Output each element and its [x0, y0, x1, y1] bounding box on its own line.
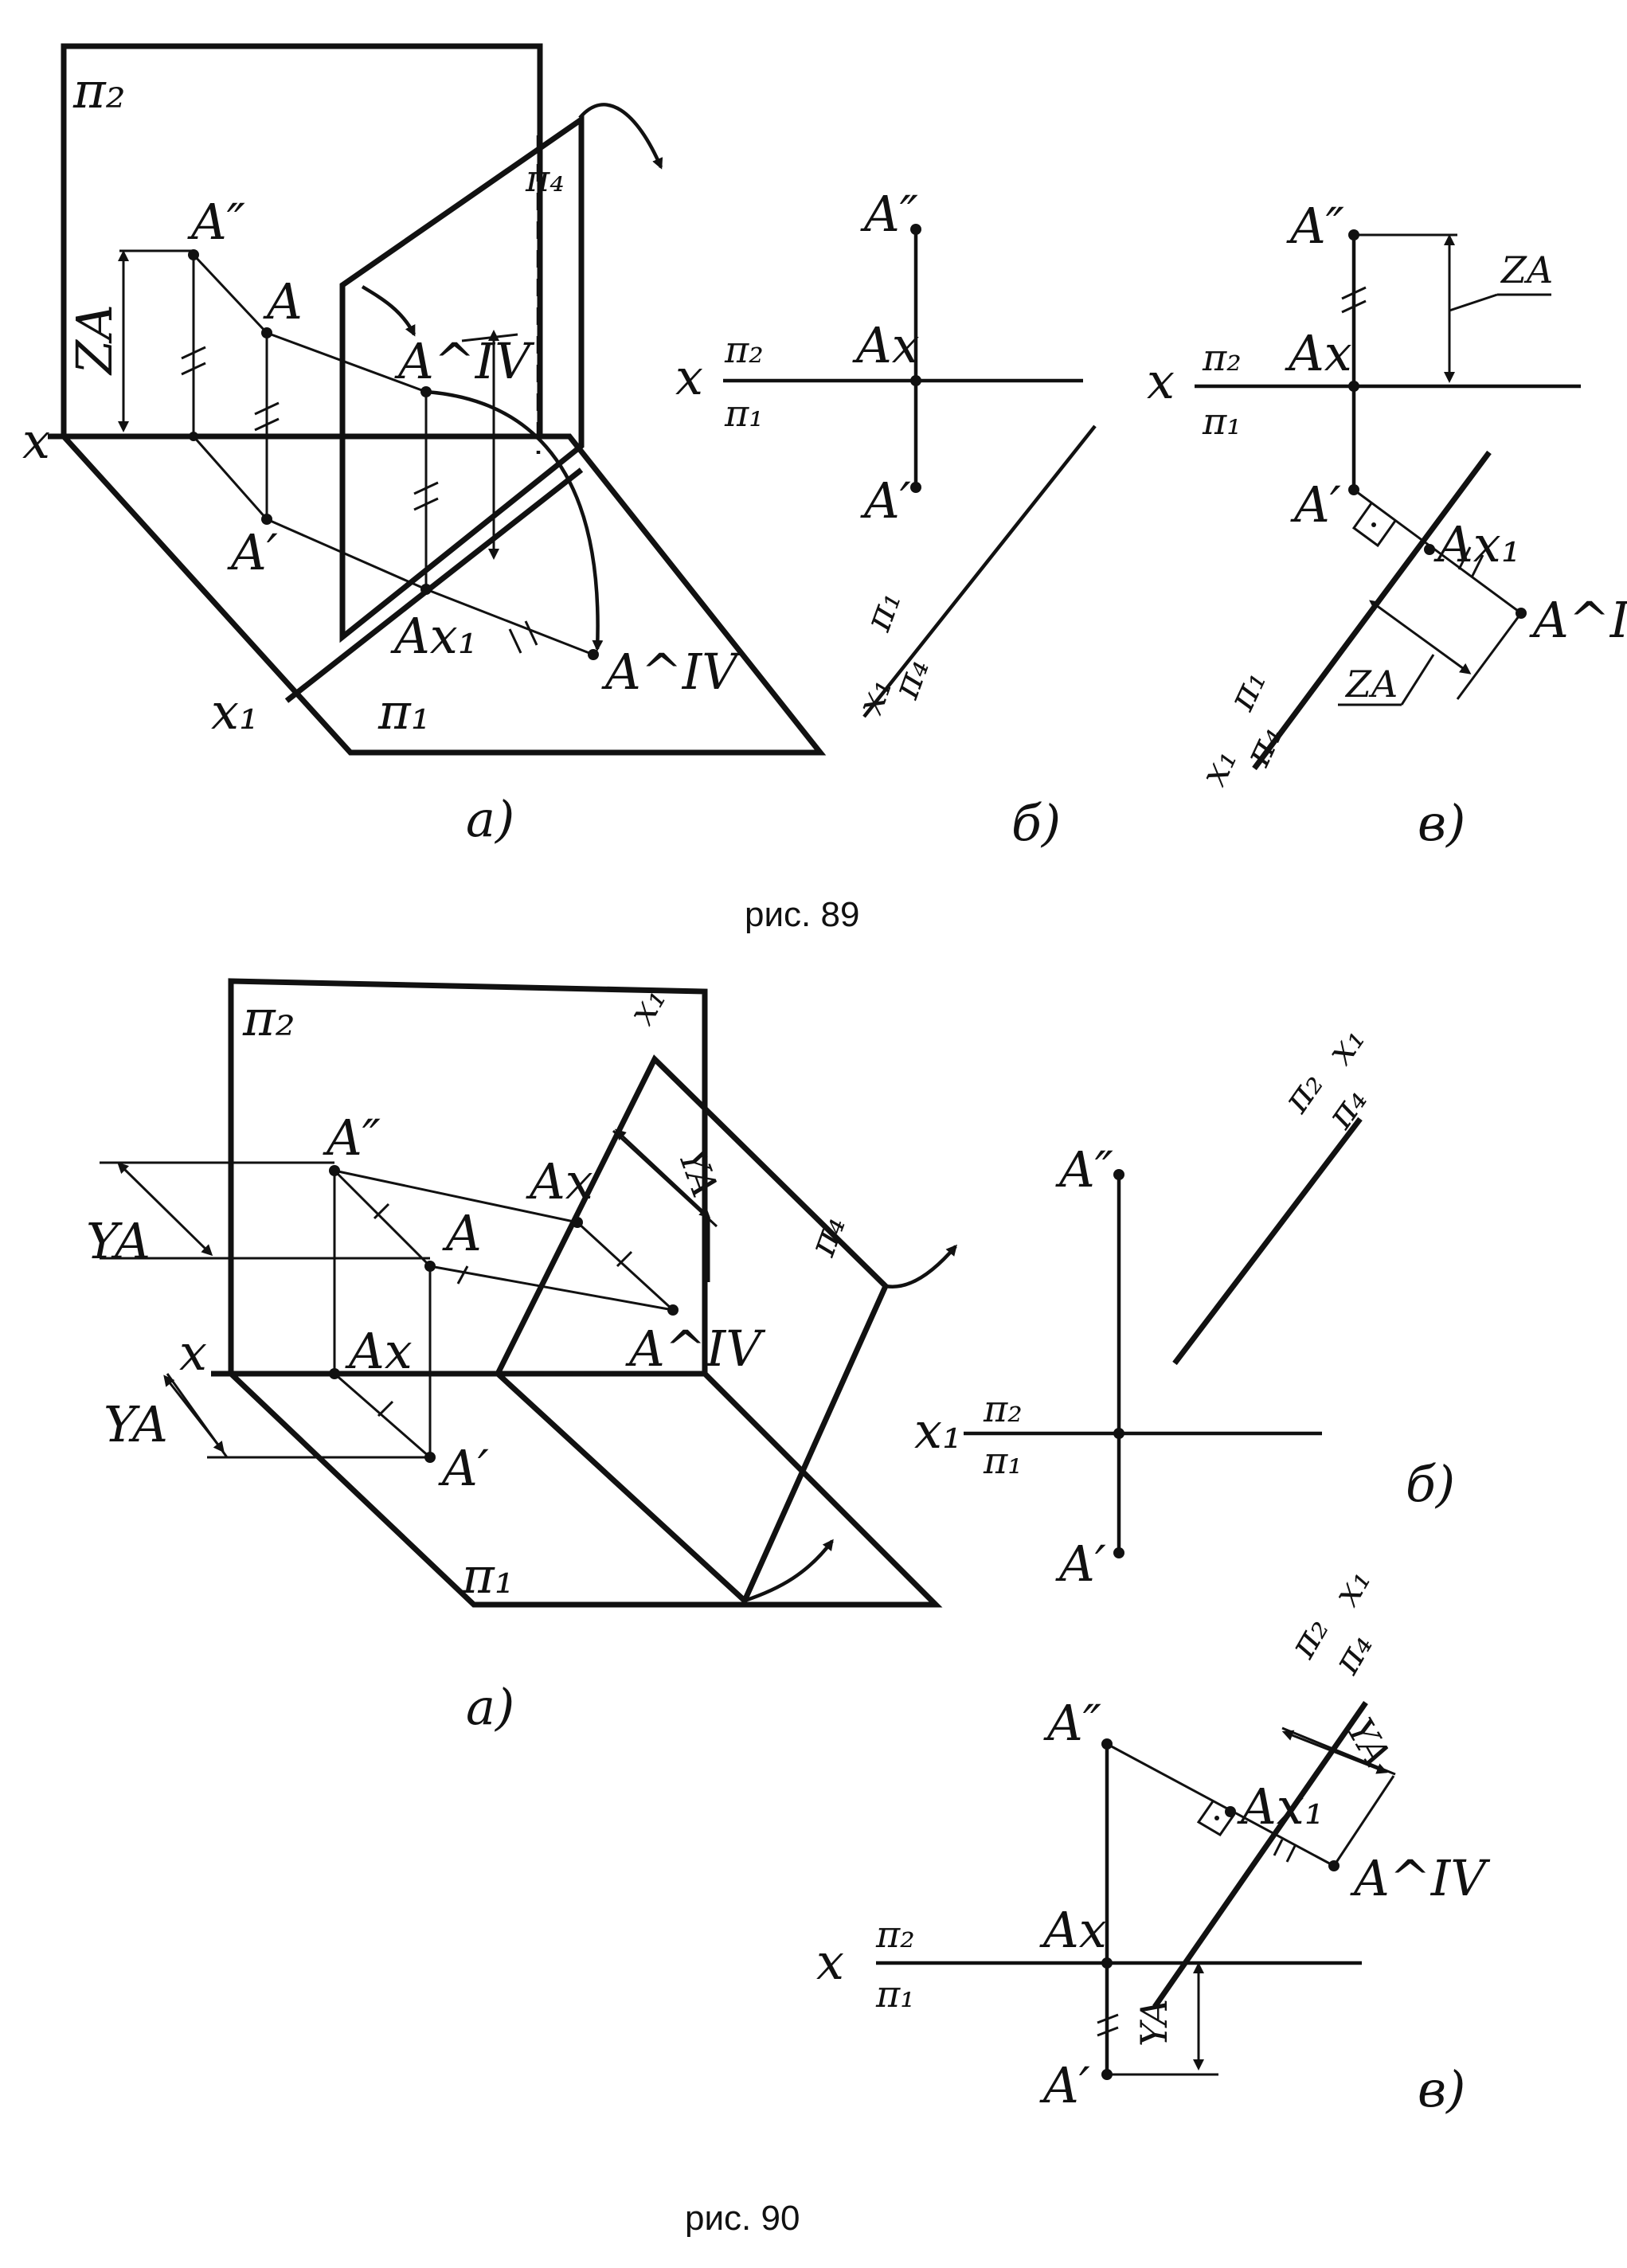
fig89c-pi2-label: π₂	[1202, 336, 1242, 379]
fig90b-pi2-label: π₂	[983, 1387, 1023, 1430]
fig89c-subcaption: в)	[1418, 794, 1465, 852]
fig89b-A1-label: A′	[860, 471, 911, 530]
fig90b-A2-label: A″	[1055, 1140, 1113, 1199]
fig90a-yA3-label: YA	[671, 1143, 727, 1202]
fig90a-pi1-label: π₁	[461, 1547, 514, 1605]
fig89c-zA1-label: ZA	[1500, 248, 1553, 291]
fig89a-x-label: x	[22, 412, 50, 470]
fig90-caption: рис. 90	[685, 2199, 800, 2238]
fig90a-A1-label: A′	[438, 1439, 489, 1497]
fig90-a-perspective: π₂ x₁ π₄ A″ A Ax A^IV Ax A′ x YA YA YA π…	[86, 978, 957, 1736]
fig89-caption: рис. 89	[745, 895, 859, 934]
fig90c-Ax1-label: Ax₁	[1237, 1777, 1324, 1836]
fig90c-yA2-label: YA	[1132, 1999, 1175, 2047]
fig89c-A4-label: A^IV	[1529, 591, 1627, 649]
fig89a-pi2-plane	[61, 43, 543, 436]
fig90a-pi2-plane	[228, 978, 708, 1377]
fig90a-pi2-label: π₂	[242, 989, 295, 1047]
fig90c-A4-label: A^IV	[1350, 1849, 1491, 1907]
fig90b-x1b-label: x₁	[1318, 1019, 1374, 1072]
fig89a-x1-label: x₁	[211, 682, 259, 741]
fig89a-x1-axis	[284, 467, 584, 703]
fig90b-subcaption: б)	[1406, 1455, 1455, 1513]
fig89b-Ax-label: Ax	[852, 316, 920, 374]
fig89b-subcaption: б)	[1011, 794, 1061, 852]
fig89a-A4-label: A^IV	[601, 643, 742, 701]
fig89-a-perspective: π₂ π₄ A″ A A′ A^IV Ax₁ A^IV x x₁ π₁ ZA а…	[22, 43, 827, 848]
fig89a-pi1-label: π₁	[377, 682, 431, 741]
fig89-c-epure: A″ Ax A′ x π₂ π₁ Ax₁ A^IV ZA ZA π₁ x₁ π₄…	[1147, 197, 1627, 852]
fig89a-pi4-label: π₄	[525, 157, 565, 200]
fig90c-Ax-label: Ax	[1039, 1901, 1107, 1959]
fig89a-A-label: A	[263, 272, 303, 330]
fig90a-x-label: x	[179, 1324, 207, 1382]
fig89a-Ax1-label: Ax₁	[390, 607, 478, 665]
fig89c-Ax-label: Ax	[1285, 324, 1352, 382]
fig89c-pi1b-label: π₁	[1219, 663, 1275, 718]
fig90a-pi4-label: π₄	[800, 1210, 854, 1262]
fig90a-subcaption: а)	[466, 1678, 514, 1736]
fig89-b-epure: A″ Ax A′ x π₂ π₁ π₁ x₁ π₄ б)	[675, 185, 1097, 852]
fig89c-pi1-label: π₁	[1202, 400, 1242, 443]
fig89a-pi2-label: π₂	[72, 61, 126, 119]
fig89c-zA2-label: ZA	[1344, 663, 1398, 706]
fig89b-pi1b-label: π₁	[855, 585, 909, 637]
fig90a-pi1-plane	[224, 1371, 943, 1608]
fig89a-pi4-plane	[339, 114, 585, 643]
fig90b-x1-label: x₁	[914, 1402, 962, 1460]
fig90-c-epure: A″ Ax A′ x π₂ π₁ π₂ x₁ π₄ Ax₁ A^IV YA YA…	[816, 1561, 1491, 2118]
fig90a-Ax-top-label: Ax	[526, 1152, 593, 1210]
fig90a-A4-label: A^IV	[625, 1320, 766, 1378]
fig90b-A1-label: A′	[1055, 1535, 1106, 1593]
fig89a-A2-label: A″	[187, 193, 245, 251]
fig90a-yA1-label: YA	[86, 1212, 151, 1270]
fig89b-pi1-label: π₁	[724, 392, 764, 435]
fig89b-A2-label: A″	[860, 185, 918, 243]
fig90b-pi1-label: π₁	[983, 1439, 1023, 1482]
fig89b-x-label: x	[675, 348, 703, 406]
fig89b-pi2-label: π₂	[724, 328, 764, 371]
fig90c-A1-label: A′	[1039, 2056, 1090, 2114]
fig90c-yA1-label: YA	[1338, 1711, 1399, 1774]
fig90c-subcaption: в)	[1418, 2060, 1465, 2118]
fig90a-A2-label: A″	[323, 1109, 381, 1167]
fig90a-A-label: A	[442, 1204, 482, 1262]
fig90c-A2-label: A″	[1043, 1694, 1101, 1752]
fig90a-Ax-label: Ax	[345, 1322, 413, 1380]
fig90c-x1-label: x₁	[1324, 1561, 1379, 1613]
fig89a-A4-top-label: A^IV	[394, 332, 535, 390]
fig89a-A1-label: A′	[227, 523, 278, 581]
fig90c-pi2-label: π₂	[875, 1913, 915, 1956]
fig90a-yA2-label: YA	[104, 1395, 168, 1453]
fig90-b-epure: A″ A′ x₁ π₂ π₁ π₂ x₁ π₄ б)	[914, 1019, 1455, 1593]
fig89c-A2-label: A″	[1286, 197, 1344, 255]
fig89a-subcaption: а)	[466, 790, 514, 848]
fig89c-Ax1-label: Ax₁	[1433, 515, 1521, 573]
fig89a-zA-label: ZA	[65, 304, 123, 376]
fig90c-pi1-label: π₁	[875, 1973, 915, 2016]
fig89c-x-label: x	[1147, 352, 1175, 410]
fig89c-A1-label: A′	[1290, 475, 1341, 534]
fig90c-x-label: x	[816, 1933, 844, 1991]
